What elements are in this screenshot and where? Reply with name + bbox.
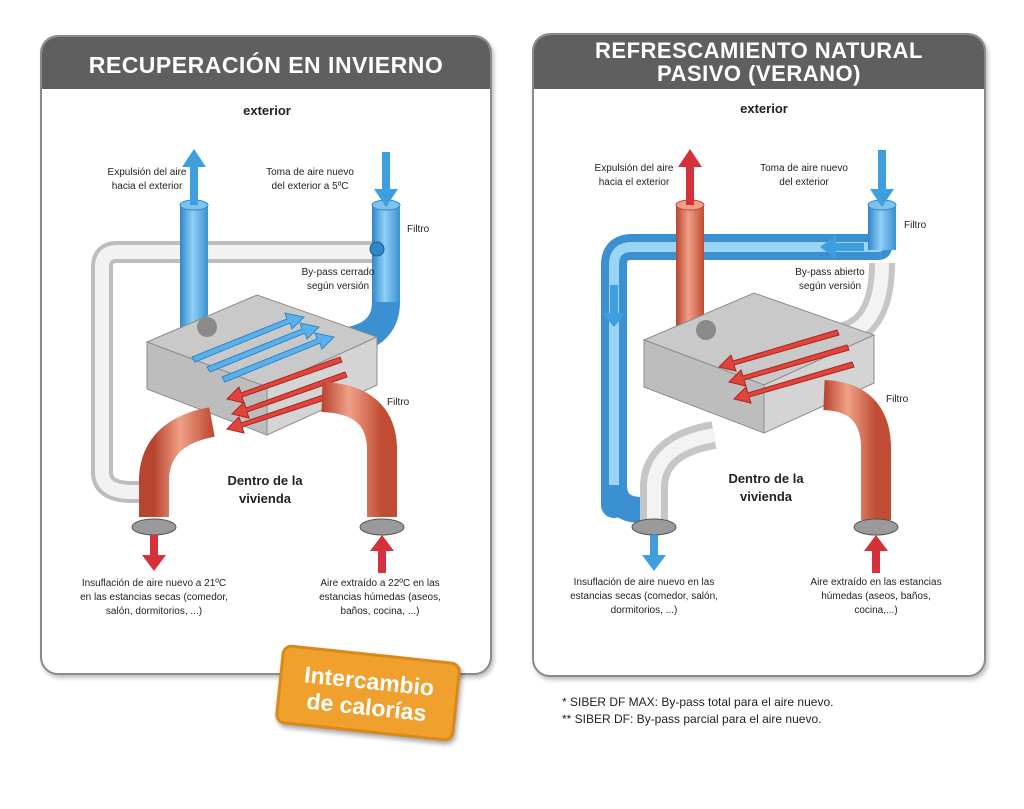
supply-label-1: Insuflación de aire nuevo en las bbox=[574, 577, 715, 588]
filter-top-label: Filtro bbox=[904, 220, 927, 231]
extract-label-3: baños, cocina, ...) bbox=[341, 606, 420, 617]
supply-down-arrow bbox=[642, 535, 666, 571]
extract-up-arrow bbox=[864, 535, 888, 573]
extract-up-arrow bbox=[370, 535, 394, 573]
footnotes: * SIBER DF MAX: By-pass total para el ai… bbox=[562, 694, 833, 728]
exhaust-duct bbox=[180, 205, 208, 335]
extract-label-2: estancias húmedas (aseos, bbox=[319, 592, 441, 603]
extract-duct bbox=[822, 380, 891, 520]
supply-label-1: Insuflación de aire nuevo a 21ºC bbox=[82, 578, 226, 589]
bypass-label-2: según versión bbox=[307, 281, 369, 292]
bypass-label-2: según versión bbox=[799, 281, 861, 292]
inside-label-2: vivienda bbox=[239, 491, 292, 506]
expulsion-label-2: hacia el exterior bbox=[112, 181, 183, 192]
footnote-2: ** SIBER DF: By-pass parcial para el air… bbox=[562, 712, 822, 726]
supply-label-2: en las estancias secas (comedor, bbox=[80, 592, 228, 603]
summer-panel-title: REFRESCAMIENTO NATURAL PASIVO (VERANO) bbox=[534, 35, 984, 89]
footnote-1: * SIBER DF MAX: By-pass total para el ai… bbox=[562, 695, 834, 709]
filter-bottom-label: Filtro bbox=[387, 397, 410, 408]
summer-panel: REFRESCAMIENTO NATURAL PASIVO (VERANO) bbox=[532, 33, 986, 677]
intake-down-arrow bbox=[374, 152, 398, 207]
expulsion-label-1: Expulsión del aire bbox=[108, 167, 187, 178]
filter-top-label: Filtro bbox=[407, 224, 430, 235]
supply-down-arrow bbox=[142, 535, 166, 571]
exterior-label: exterior bbox=[740, 101, 788, 116]
extract-label-1: Aire extraído a 22ºC en las bbox=[320, 578, 439, 589]
bypass-label-1: By-pass cerrado bbox=[302, 267, 375, 278]
winter-panel-title: RECUPERACIÓN EN INVIERNO bbox=[42, 37, 490, 89]
exhaust-up-arrow bbox=[678, 149, 702, 205]
inside-label-1: Dentro de la bbox=[728, 471, 804, 486]
extract-label-1: Aire extraído en las estancias bbox=[810, 577, 941, 588]
expulsion-label-1: Expulsión del aire bbox=[595, 163, 674, 174]
intake-duct bbox=[868, 205, 896, 250]
extract-label-3: cocina,...) bbox=[854, 605, 897, 616]
exhaust-up-arrow bbox=[182, 149, 206, 205]
bypass-label-1: By-pass abierto bbox=[795, 267, 865, 278]
cold-airflow-arrows bbox=[191, 312, 336, 383]
inside-label-1: Dentro de la bbox=[227, 473, 303, 488]
inside-label-2: vivienda bbox=[740, 489, 793, 504]
expulsion-label-2: hacia el exterior bbox=[599, 177, 670, 188]
warm-airflow-arrows bbox=[226, 356, 348, 434]
bypass-down-arrow bbox=[602, 285, 626, 327]
supply-duct bbox=[139, 407, 216, 517]
intake-label-2: del exterior bbox=[779, 177, 829, 188]
supply-label-2: estancias secas (comedor, salón, bbox=[570, 591, 718, 602]
warm-airflow-arrows bbox=[718, 329, 855, 404]
summer-title-line-2: PASIVO (VERANO) bbox=[657, 61, 861, 86]
intake-label-2: del exterior a 5ºC bbox=[271, 181, 348, 192]
bypass-left-arrow bbox=[820, 235, 864, 259]
supply-label-3: dormitorios, ...) bbox=[611, 605, 678, 616]
summer-diagram: exterior Expulsión del aire hacia el ext… bbox=[570, 101, 942, 616]
winter-diagram: exterior Expulsión del aire hacia el ext… bbox=[80, 103, 441, 617]
intake-down-arrow bbox=[870, 150, 894, 207]
exterior-label: exterior bbox=[243, 103, 291, 118]
summer-title-line-1: REFRESCAMIENTO NATURAL bbox=[595, 38, 923, 63]
intake-label-1: Toma de aire nuevo bbox=[760, 163, 848, 174]
extract-label-2: húmedas (aseos, baños, bbox=[821, 591, 931, 602]
filter-bottom-label: Filtro bbox=[886, 394, 909, 405]
exhaust-duct bbox=[676, 205, 704, 330]
winter-panel: RECUPERACIÓN EN INVIERNO bbox=[40, 35, 492, 675]
extract-duct bbox=[320, 382, 397, 517]
supply-label-3: salón, dormitorios, ...) bbox=[106, 606, 202, 617]
intake-label-1: Toma de aire nuevo bbox=[266, 167, 354, 178]
